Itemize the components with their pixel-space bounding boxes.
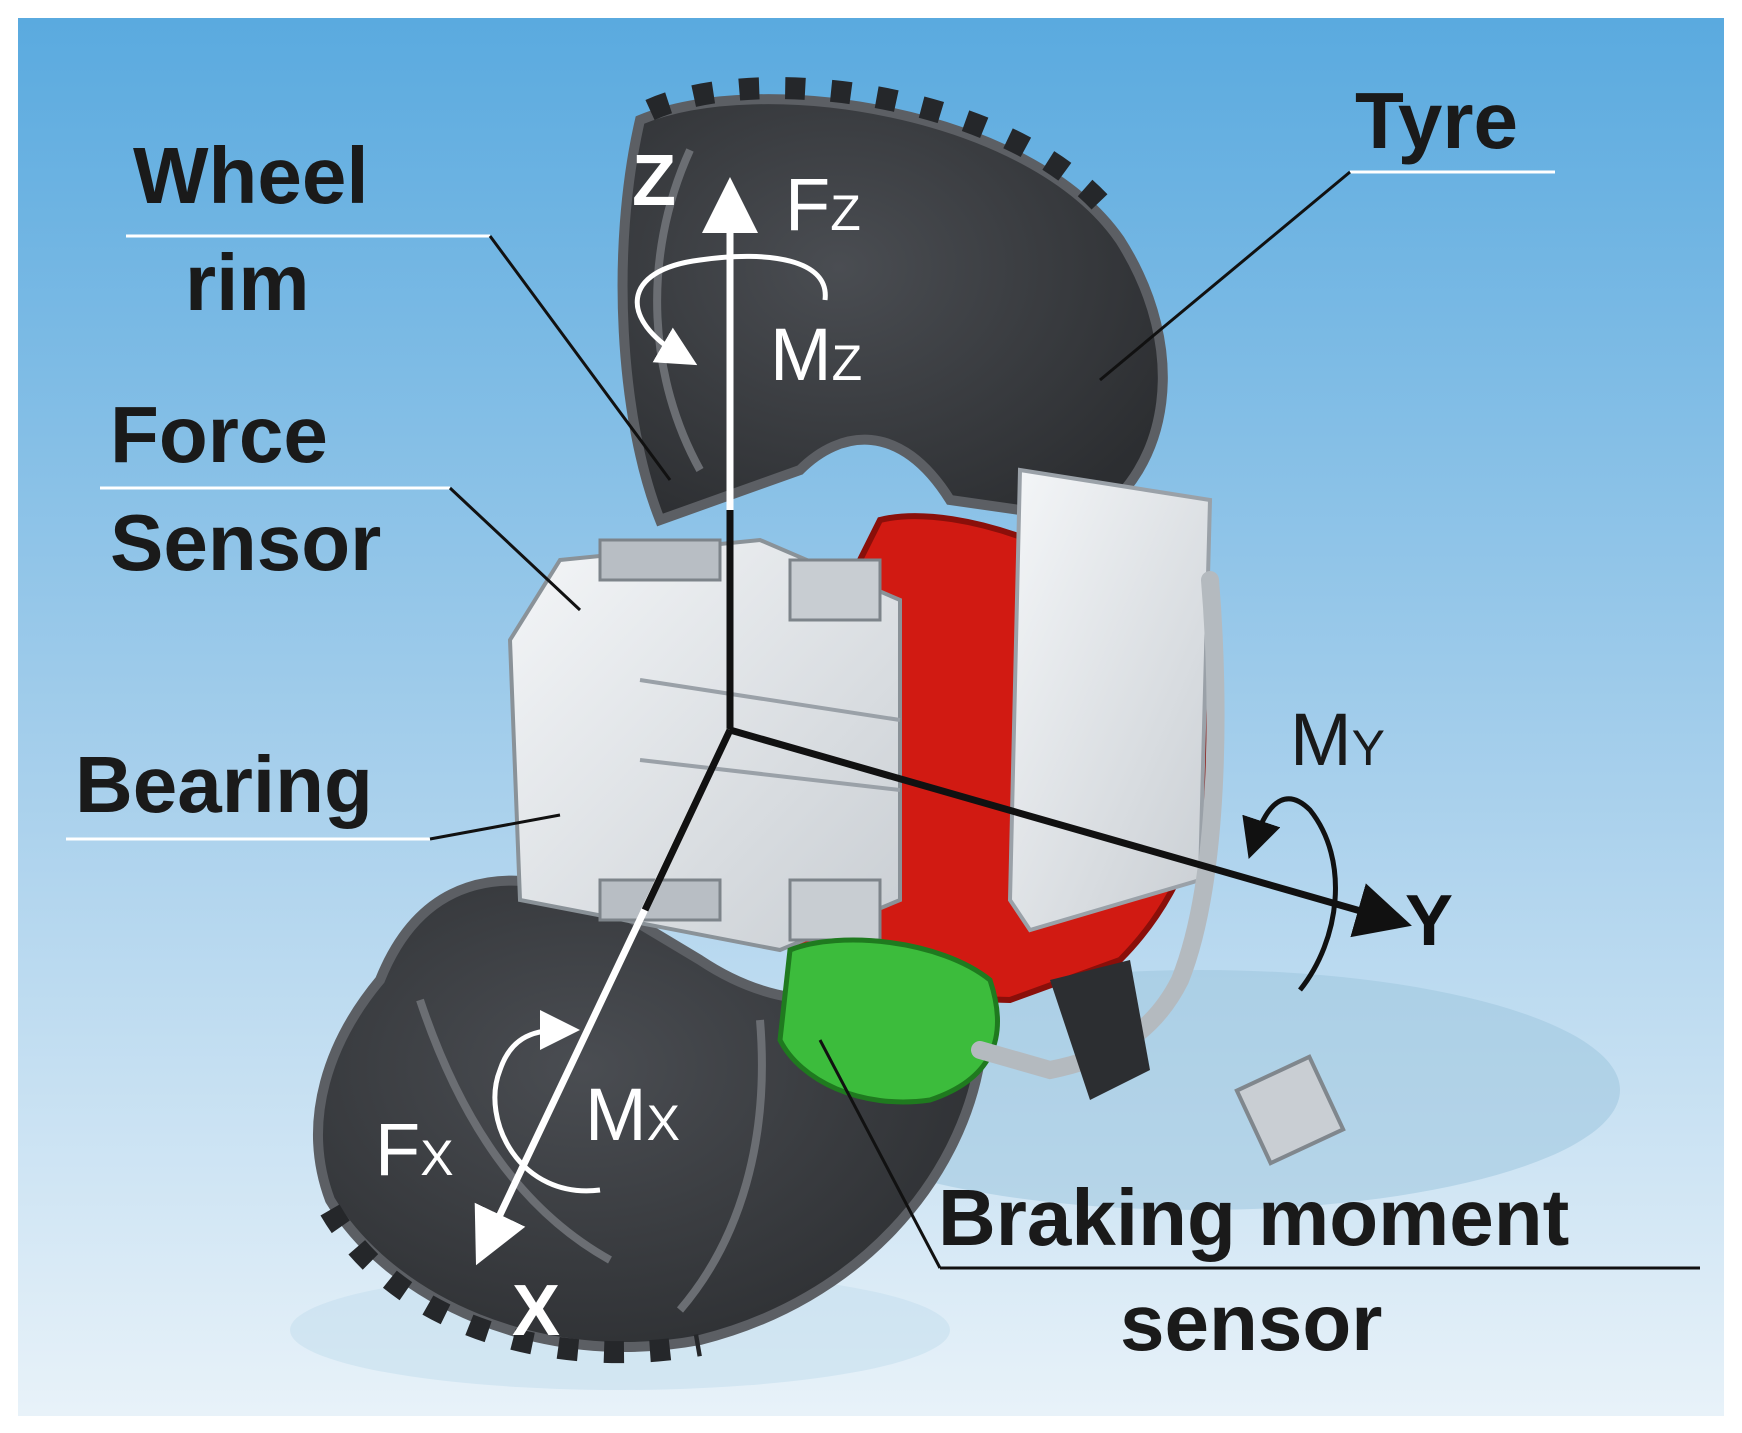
axis-lines [474, 177, 1412, 1266]
leader-lines [66, 170, 1700, 1270]
y-axis [729, 726, 1412, 938]
fx-label: FX [375, 1108, 454, 1191]
label-wheel-rim-1: Wheel [133, 131, 369, 220]
label-braking-moment-2: sensor [1120, 1278, 1382, 1367]
z-axis-label: Z [632, 141, 676, 221]
pointer-lines [429, 170, 1351, 1269]
fz-label: FZ [785, 163, 861, 246]
my-moment-arc [1242, 796, 1338, 992]
label-wheel-rim-2: rim [185, 238, 310, 327]
brake-disc [1007, 467, 1213, 933]
my-label: MY [1290, 698, 1385, 781]
label-force-sensor-1: Force [110, 390, 328, 479]
mx-label: MX [585, 1073, 680, 1156]
label-braking-moment-1: Braking moment [938, 1173, 1569, 1262]
mz-label: MZ [770, 313, 862, 396]
x-axis-dark [641, 728, 734, 912]
caliper-bracket [1050, 960, 1150, 1100]
mx-moment-arc [492, 1010, 601, 1194]
label-force-sensor-2: Sensor [110, 498, 381, 587]
label-bearing: Bearing [75, 740, 373, 829]
force-sensor-body [507, 537, 902, 953]
x-axis-label: X [512, 1271, 560, 1351]
pipe-connector [1234, 1054, 1346, 1166]
label-tyre: Tyre [1355, 76, 1518, 165]
mz-moment-arc [634, 253, 828, 366]
braking-sensor-body [777, 937, 1000, 1105]
y-axis-label: Y [1405, 881, 1453, 961]
